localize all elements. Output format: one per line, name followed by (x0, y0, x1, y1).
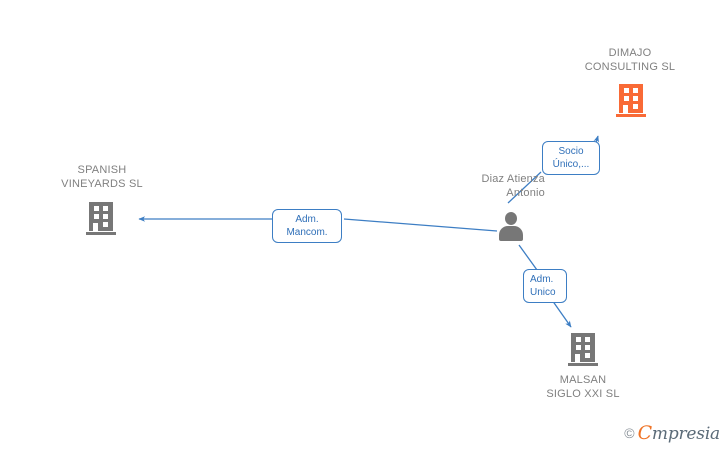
building-door (93, 223, 98, 232)
building-window (585, 345, 590, 350)
building-icon[interactable] (86, 202, 116, 235)
building-window (633, 104, 638, 109)
node-label-dimajo-line1: DIMAJO (608, 47, 652, 59)
building-window (576, 337, 581, 342)
building-window (585, 337, 590, 342)
node-label-spanish-vineyards: SPANISH VINEYARDS SL (38, 163, 166, 191)
building-window (633, 88, 638, 93)
node-label-malsan: MALSAN SIGLO XXI SL (519, 373, 647, 401)
node-label-person-line1: Diaz Atienza (481, 173, 545, 185)
building-window (94, 214, 99, 219)
edge-label-adm-unico-line1: Adm. (530, 274, 554, 285)
edge-label-socio-unico-line2: Único,... (552, 159, 590, 170)
node-label-person-line2: Antonio (506, 187, 545, 199)
building-door (623, 105, 628, 114)
edge-label-adm-unico-line2: Unico (530, 287, 556, 298)
node-label-spanish-vineyards-line1: SPANISH (77, 164, 127, 176)
person-icon[interactable] (496, 212, 526, 242)
empresia-wordmark-rest: mpresia (651, 424, 720, 444)
edge-label-socio-unico-line1: Socio (558, 146, 584, 157)
person-torso (499, 226, 523, 241)
building-base (86, 232, 116, 235)
building-window (624, 96, 629, 101)
node-label-malsan-line2: SIGLO XXI SL (546, 388, 620, 400)
edge-label-adm-unico[interactable]: Adm. Unico (523, 269, 567, 303)
building-window (576, 345, 581, 350)
building-window (103, 222, 108, 227)
node-label-dimajo-line2: CONSULTING SL (584, 61, 676, 73)
building-window (103, 214, 108, 219)
building-icon[interactable] (616, 84, 646, 117)
copyright-icon: © (624, 425, 635, 441)
node-label-spanish-vineyards-line2: VINEYARDS SL (61, 178, 143, 190)
edge-label-adm-mancom[interactable]: Adm. Mancom. (272, 209, 342, 243)
empresia-wordmark: Cmpresia (637, 422, 721, 444)
building-window (94, 206, 99, 211)
building-window (624, 88, 629, 93)
node-label-malsan-line1: MALSAN (559, 374, 607, 386)
person-head (505, 212, 517, 225)
building-window (585, 353, 590, 358)
building-base (568, 363, 598, 366)
building-window (103, 206, 108, 211)
building-window (633, 96, 638, 101)
edge-person-to-malsan (518, 244, 572, 328)
building-door (575, 354, 580, 363)
node-label-dimajo: DIMAJO CONSULTING SL (566, 46, 694, 74)
edge-person-to-spanish-vineyards (138, 216, 498, 232)
building-icon[interactable] (568, 333, 598, 366)
edge-label-adm-mancom-line1: Adm. (295, 214, 319, 225)
empresia-watermark: © Cmpresia (624, 422, 720, 444)
edge-label-adm-mancom-line2: Mancom. (286, 227, 328, 238)
empresia-wordmark-lead: C (637, 422, 653, 444)
building-base (616, 114, 646, 117)
